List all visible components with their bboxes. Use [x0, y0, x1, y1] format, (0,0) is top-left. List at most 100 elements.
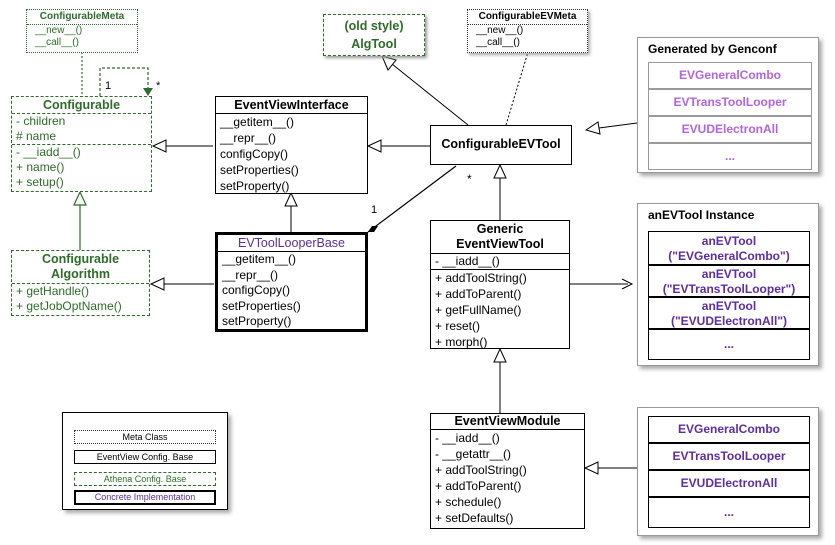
link-configurable-self [99, 67, 149, 96]
configurable-ev-tool-class: ConfigurableEVTool [430, 125, 572, 165]
configurable-ev-meta-item: __call__() [476, 37, 520, 48]
instance-item-arg: ("EVGeneralCombo") [668, 249, 790, 263]
event-view-interface-method: __repr__() [220, 131, 277, 145]
arrow-looper-evinterface [284, 191, 298, 207]
instance-item-arg: ("EVUDElectronAll") [670, 314, 788, 328]
generated-item: ... [648, 143, 812, 170]
event-view-interface-method: setProperty() [220, 179, 290, 193]
instance-item-arg: ("EVTransToolLooper") [662, 282, 796, 296]
instance-item-name: ... [723, 337, 734, 351]
diamond-looper-evtool [368, 226, 378, 232]
configurable-method: + setup() [16, 175, 64, 189]
generic-event-view-tool-class: Generic EventViewTool - __iadd__() + add… [430, 220, 570, 349]
configurable-algorithm-class: Configurable Algorithm + getHandle() + g… [11, 250, 150, 316]
legend-athena-config-base: Athena Config. Base [74, 472, 216, 486]
event-view-module-private: - __iadd__() [435, 431, 500, 445]
configurable-ev-meta-item: __new__() [476, 25, 524, 36]
link-generated-evtool [598, 122, 638, 129]
configurable-algorithm-method: + getHandle() [16, 284, 90, 298]
arrow-looper-algorithm [149, 277, 165, 291]
link-looper-evtool [367, 165, 457, 233]
configurable-ev-tool-title: ConfigurableEVTool [441, 137, 561, 151]
module-list-panel: EVGeneralCombo EVTransToolLooper EVUDEle… [637, 407, 819, 536]
generated-panel-title: Generated by Genconf [648, 42, 777, 56]
multiplicity-assoc-one: 1 [371, 204, 378, 216]
arrow-modulelist-module [583, 461, 599, 475]
legend-concrete-implementation: Concrete Implementation [74, 490, 216, 505]
configurable-meta-item: __call__() [35, 37, 79, 48]
algtool-title-line1: (old style) [344, 19, 404, 33]
arrow-generated-evtool [584, 121, 601, 135]
ev-tool-looper-base-class: EVToolLooperBase __getitem__() __repr__(… [215, 232, 368, 332]
configurable-algorithm-method: + getJobOptName() [16, 299, 122, 313]
event-view-interface-method: configCopy() [220, 147, 289, 161]
configurable-algorithm-title: Configurable Algorithm [12, 251, 149, 284]
event-view-module-method: + addToParent() [435, 479, 522, 493]
instance-item-name: anEVTool [701, 234, 757, 248]
link-evtool-evmeta [505, 51, 529, 126]
instance-item: anEVTool ("EVUDElectronAll") [648, 297, 810, 329]
event-view-interface-title: EventViewInterface [216, 97, 367, 114]
configurable-algorithm-title-line1: Configurable [41, 252, 120, 266]
event-view-module-method: + setDefaults() [435, 511, 514, 525]
arrow-generic-instance [621, 278, 634, 290]
generated-item: EVTransToolLooper [648, 89, 812, 116]
arrow-evtool-algtool [381, 55, 397, 71]
generic-event-view-tool-method: + reset() [435, 319, 481, 333]
event-view-module-class: EventViewModule - __iadd__() - __getattr… [430, 413, 585, 529]
generated-item: EVGeneralCombo [648, 62, 812, 89]
algtool-title-line2: AlgTool [351, 37, 397, 51]
multiplicity-self-one: 1 [105, 80, 112, 92]
legend-meta-class: Meta Class [74, 430, 216, 444]
configurable-ev-meta-title: ConfigurableEVMeta [468, 10, 587, 25]
arrow-generic-evtool [493, 163, 507, 179]
module-list-item: ... [648, 497, 810, 528]
arrow-evinterface-configurable [151, 139, 167, 153]
generic-event-view-tool-method: + morph() [435, 335, 488, 349]
event-view-interface-class: EventViewInterface __getitem__() __repr_… [215, 96, 368, 194]
legend-ev-config-base: EventView Config. Base [74, 450, 216, 464]
generic-event-view-tool-title-line2: EventViewTool [456, 237, 544, 251]
generic-event-view-tool-method: + addToolString() [435, 271, 527, 285]
generated-item: EVUDElectronAll [648, 116, 812, 143]
arrow-configurable-self [143, 88, 153, 96]
instance-item: anEVTool ("EVGeneralCombo") [648, 231, 810, 265]
ev-tool-looper-base-method: __repr__() [222, 267, 279, 282]
instance-panel: anEVTool Instance anEVTool ("EVGeneralCo… [637, 203, 819, 366]
ev-tool-looper-base-method: configCopy() [222, 283, 291, 297]
generic-event-view-tool-method: + getFullName() [435, 303, 522, 317]
instance-item: ... [648, 329, 810, 360]
event-view-module-private: - __getattr__() [435, 447, 512, 461]
event-view-interface-method: __getitem__() [220, 115, 295, 129]
event-view-module-method: + schedule() [435, 495, 502, 509]
ev-tool-looper-base-method: __getitem__() [222, 252, 297, 266]
configurable-meta-item: __new__() [35, 25, 83, 36]
legend-panel: Meta Class EventView Config. Base Athena… [62, 412, 228, 510]
configurable-algorithm-title-line2: Algorithm [50, 267, 111, 281]
generated-panel: Generated by Genconf EVGeneralCombo EVTr… [637, 37, 819, 173]
link-evtool-algtool [391, 63, 469, 126]
arrow-module-generic [493, 347, 507, 363]
configurable-class: Configurable - children # name - __iadd_… [11, 96, 152, 192]
generic-event-view-tool-method: + addToParent() [435, 287, 522, 301]
configurable-attr: # name [16, 129, 57, 143]
arrow-evtool-evinterface [366, 139, 382, 153]
event-view-interface-method: setProperties() [220, 163, 299, 177]
arrow-algorithm-configurable [73, 190, 87, 206]
configurable-ev-meta-class: ConfigurableEVMeta __new__() __call__() [467, 9, 588, 53]
configurable-attr: - children [16, 114, 66, 128]
event-view-module-method: + addToolString() [435, 463, 527, 477]
configurable-meta-class: ConfigurableMeta __new__() __call__() [26, 9, 138, 53]
configurable-method: + name() [16, 160, 65, 174]
module-list-item: EVUDElectronAll [648, 470, 810, 497]
ev-tool-looper-base-method: setProperty() [222, 314, 292, 328]
multiplicity-assoc-many: * [467, 172, 472, 186]
module-list-item: EVTransToolLooper [648, 443, 810, 470]
event-view-module-title: EventViewModule [431, 414, 584, 430]
module-list-item: EVGeneralCombo [648, 416, 810, 443]
multiplicity-self-many: * [156, 80, 161, 92]
algtool-class: (old style) AlgTool [323, 14, 425, 56]
instance-item-name: anEVTool [701, 267, 757, 281]
generic-event-view-tool-title: Generic EventViewTool [431, 221, 569, 254]
